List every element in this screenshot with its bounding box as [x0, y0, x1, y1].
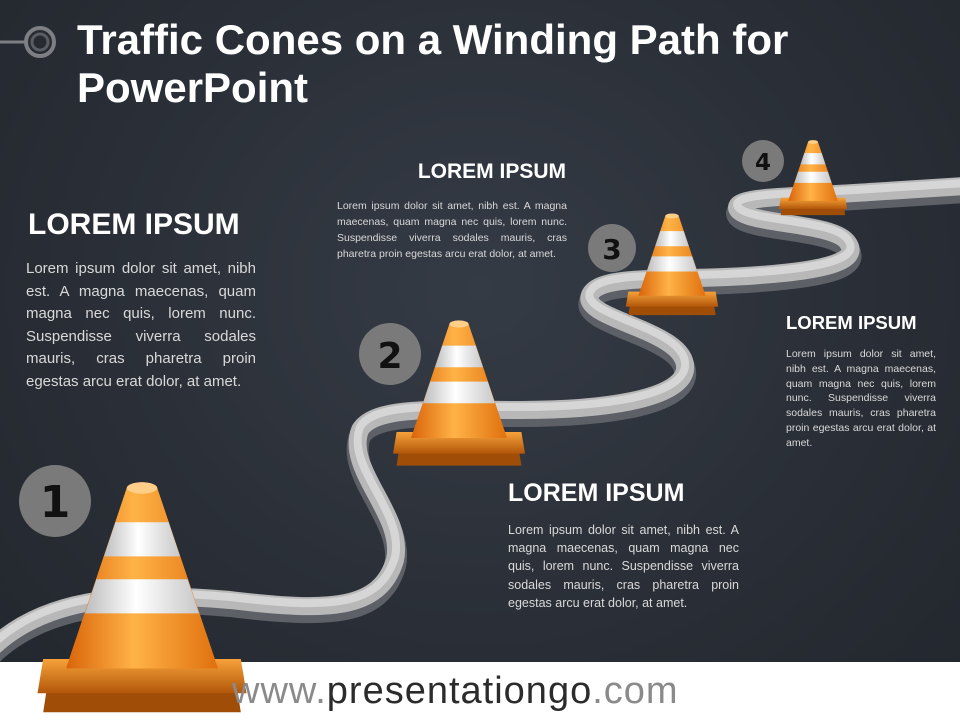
step-badge-2: 2 — [359, 323, 421, 385]
ring-icon — [0, 26, 56, 58]
traffic-cone-icon — [778, 140, 848, 216]
step-1-heading: LOREM IPSUM — [28, 208, 240, 241]
step-2-body: Lorem ipsum dolor sit amet, nibh est. A … — [337, 200, 567, 260]
page-title: Traffic Cones on a Winding Path for Powe… — [77, 16, 789, 111]
winding-path-highlight — [0, 179, 960, 644]
step-3-body: Lorem ipsum dolor sit amet, nibh est. A … — [508, 523, 739, 610]
footer-url-brand: presentationgo — [326, 670, 593, 712]
step-number: 1 — [40, 477, 71, 528]
step-4-heading: LOREM IPSUM — [786, 312, 917, 333]
step-2-heading: LOREM IPSUM — [417, 160, 566, 183]
footer-website-link[interactable]: www.presentationgo.com — [232, 668, 679, 714]
step-3-heading: LOREM IPSUM — [508, 479, 685, 507]
footer-url-prefix: www. — [232, 670, 327, 712]
step-number: 2 — [377, 336, 402, 377]
step-badge-1: 1 — [19, 465, 91, 537]
traffic-cone-icon — [393, 320, 525, 466]
step-badge-4: 4 — [742, 140, 784, 182]
step-number: 4 — [755, 150, 771, 176]
traffic-cone-icon — [37, 482, 247, 713]
step-1-body: Lorem ipsum dolor sit amet, nibh est. A … — [26, 260, 256, 390]
step-4-body: Lorem ipsum dolor sit amet, nibh est. A … — [786, 348, 936, 449]
step-number: 3 — [602, 233, 621, 266]
step-badge-3: 3 — [588, 224, 636, 272]
traffic-cone-icon — [625, 213, 719, 316]
footer-url-suffix: .com — [592, 670, 679, 712]
